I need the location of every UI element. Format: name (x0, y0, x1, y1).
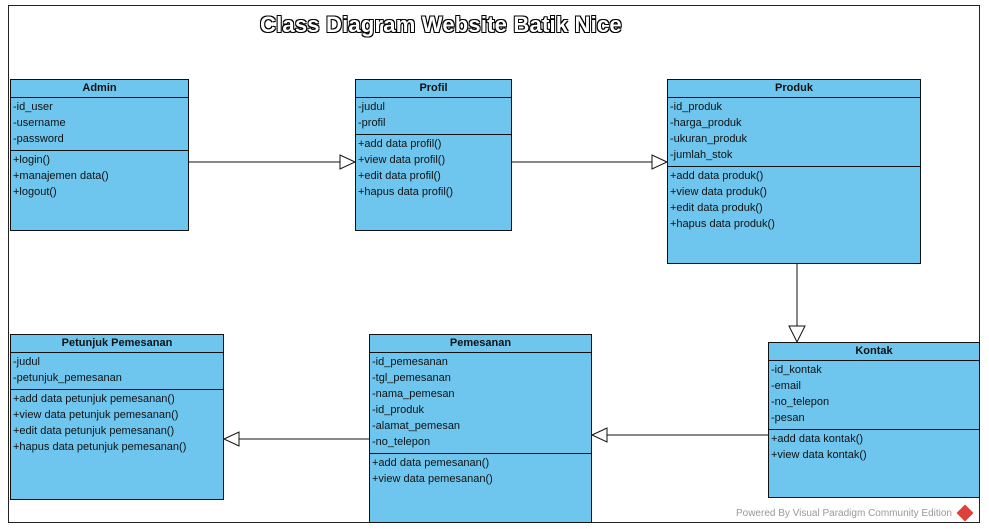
attribute: -judul (358, 101, 385, 113)
methods-section: +add data produk() +view data produk() +… (668, 167, 920, 235)
connector-pemesanan-petunjuk[interactable] (222, 431, 369, 447)
class-name: Petunjuk Pemesanan (11, 335, 223, 353)
attribute: -id_pemesanan (372, 356, 448, 368)
attribute: -harga_produk (670, 117, 742, 129)
methods-section: +add data kontak() +view data kontak() (769, 430, 979, 466)
attribute: -id_kontak (771, 364, 822, 376)
attribute: -email (771, 380, 801, 392)
methods-section: +add data petunjuk pemesanan() +view dat… (11, 390, 223, 458)
attribute: -id_produk (670, 101, 722, 113)
class-name: Pemesanan (370, 335, 591, 353)
diagram-title: Class Diagram Website Batik Nice (260, 12, 622, 37)
methods-section: +login() +manajemen data() +logout() (11, 151, 188, 203)
class-kontak[interactable]: Kontak -id_kontak -email -no_telepon -pe… (768, 342, 980, 498)
attributes-section: -id_produk -harga_produk -ukuran_produk … (668, 98, 920, 167)
attribute: -profil (358, 117, 386, 129)
class-name: Produk (668, 80, 920, 98)
attributes-section: -judul -petunjuk_pemesanan (11, 353, 223, 390)
method: +edit data petunjuk pemesanan() (13, 425, 175, 437)
class-name: Admin (11, 80, 188, 98)
method: +hapus data profil() (358, 186, 454, 198)
connector-kontak-pemesanan[interactable] (590, 427, 768, 443)
class-name: Profil (356, 80, 511, 98)
attribute: -username (13, 117, 66, 129)
attributes-section: -id_user -username -password (11, 98, 188, 151)
method: +edit data produk() (670, 202, 763, 214)
attribute: -tgl_pemesanan (372, 372, 451, 384)
attribute: -pesan (771, 412, 805, 424)
class-admin[interactable]: Admin -id_user -username -password +logi… (10, 79, 189, 231)
methods-section: +add data pemesanan() +view data pemesan… (370, 454, 591, 490)
footer-credit: Powered By Visual Paradigm Community Edi… (735, 504, 974, 522)
connector-produk-kontak[interactable] (788, 264, 806, 344)
method: +add data pemesanan() (372, 457, 490, 469)
attribute: -no_telepon (372, 436, 431, 448)
attributes-section: -id_kontak -email -no_telepon -pesan (769, 361, 979, 430)
method: +view data kontak() (771, 449, 867, 461)
attribute: -nama_pemesan (372, 388, 455, 400)
attribute: -ukuran_produk (670, 133, 748, 145)
method: +login() (13, 154, 50, 166)
attribute: -password (13, 133, 64, 145)
method: +hapus data produk() (670, 218, 775, 230)
attribute: -jumlah_stok (670, 149, 733, 161)
attributes-section: -judul -profil (356, 98, 511, 135)
methods-section: +add data profil() +view data profil() +… (356, 135, 511, 203)
attribute: -petunjuk_pemesanan (13, 372, 122, 384)
class-name: Kontak (769, 343, 979, 361)
attribute: -id_user (13, 101, 53, 113)
method: +view data produk() (670, 186, 767, 198)
method: +add data profil() (358, 138, 442, 150)
method: +logout() (13, 186, 57, 198)
method: +view data petunjuk pemesanan() (13, 409, 179, 421)
class-profil[interactable]: Profil -judul -profil +add data profil()… (355, 79, 512, 231)
method: +add data kontak() (771, 433, 864, 445)
attributes-section: -id_pemesanan -tgl_pemesanan -nama_pemes… (370, 353, 591, 454)
connector-admin-profil[interactable] (189, 154, 357, 170)
method: +view data profil() (358, 154, 446, 166)
method: +add data petunjuk pemesanan() (13, 393, 175, 405)
method: +edit data profil() (358, 170, 441, 182)
method: +manajemen data() (13, 170, 109, 182)
attribute: -id_produk (372, 404, 424, 416)
footer-text: Powered By Visual Paradigm Community Edi… (735, 507, 952, 519)
connector-profil-produk[interactable] (512, 154, 669, 170)
method: +view data pemesanan() (372, 473, 493, 485)
attribute: -no_telepon (771, 396, 830, 408)
method: +add data produk() (670, 170, 764, 182)
class-produk[interactable]: Produk -id_produk -harga_produk -ukuran_… (667, 79, 921, 264)
class-pemesanan[interactable]: Pemesanan -id_pemesanan -tgl_pemesanan -… (369, 334, 592, 523)
class-petunjuk-pemesanan[interactable]: Petunjuk Pemesanan -judul -petunjuk_peme… (10, 334, 224, 500)
attribute: -alamat_pemesan (372, 420, 461, 432)
attribute: -judul (13, 356, 40, 368)
visual-paradigm-logo-icon (956, 504, 974, 522)
method: +hapus data petunjuk pemesanan() (13, 441, 187, 453)
